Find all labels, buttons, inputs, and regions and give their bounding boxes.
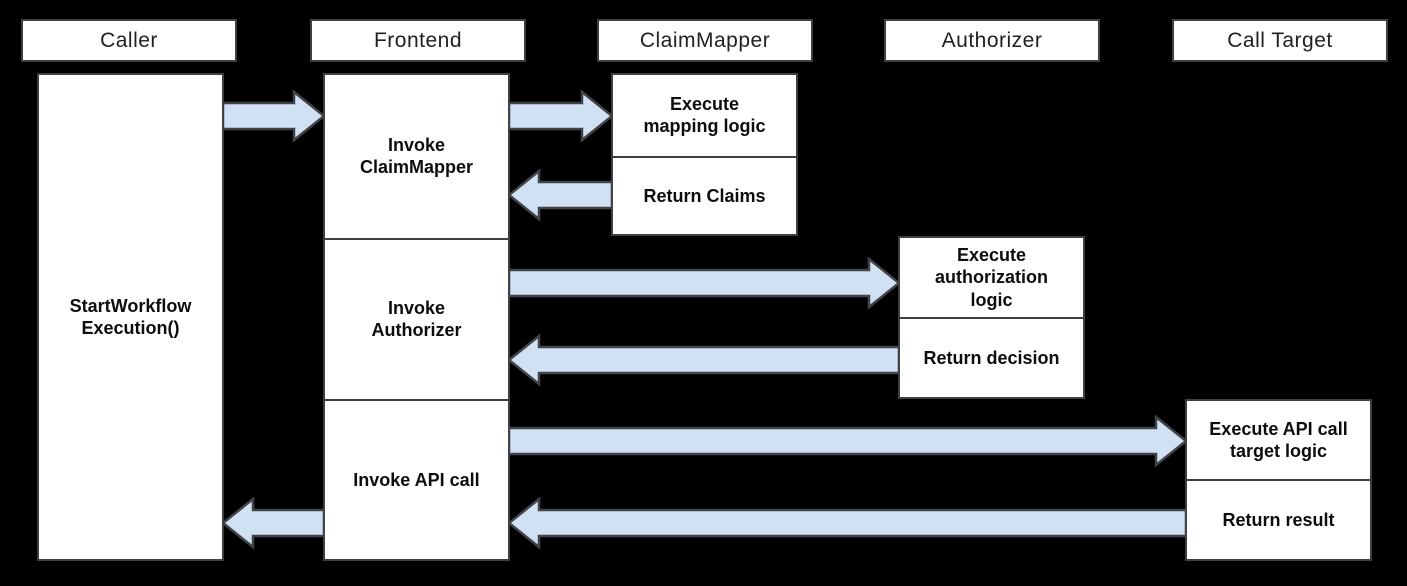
- step-invoke-api-call-label: Invoke API call: [353, 469, 480, 490]
- step-startworkflow-execution: StartWorkflow Execution(): [39, 75, 222, 559]
- lane-header-frontend-label: Frontend: [373, 28, 463, 52]
- lane-header-call-target: Call Target: [1172, 19, 1388, 62]
- arrow-frontend-to-caller: [222, 496, 325, 550]
- step-invoke-claimmapper: Invoke ClaimMapper: [325, 75, 508, 238]
- step-execute-api-call-target-logic: Execute API call target logic: [1187, 401, 1370, 479]
- step-invoke-authorizer-label: Invoke Authorizer: [371, 297, 462, 341]
- arrow-frontend-to-authorizer: [508, 256, 900, 310]
- step-execute-mapping-logic: Execute mapping logic: [613, 75, 796, 156]
- arrow-caller-to-frontend: [222, 89, 325, 143]
- lane-header-frontend: Frontend: [310, 19, 526, 62]
- activation-frontend: Invoke ClaimMapper Invoke Authorizer Inv…: [323, 73, 510, 561]
- step-return-claims: Return Claims: [613, 155, 796, 234]
- arrow-authorizer-to-frontend: [508, 333, 900, 387]
- step-return-result: Return result: [1187, 479, 1370, 559]
- arrow-call-target-to-frontend: [508, 496, 1187, 550]
- step-return-claims-label: Return Claims: [643, 185, 766, 206]
- arrow-claimmapper-to-frontend: [508, 168, 613, 222]
- lane-header-call-target-label: Call Target: [1227, 28, 1333, 52]
- step-return-decision-label: Return decision: [923, 347, 1060, 368]
- activation-claimmapper: Execute mapping logic Return Claims: [611, 73, 798, 236]
- lane-header-authorizer-label: Authorizer: [941, 28, 1043, 52]
- step-invoke-api-call: Invoke API call: [325, 399, 508, 559]
- step-execute-authorization-logic: Execute authorization logic: [900, 238, 1083, 317]
- lane-header-caller-label: Caller: [100, 28, 158, 52]
- step-invoke-claimmapper-label: Invoke ClaimMapper: [359, 134, 474, 178]
- step-execute-api-call-target-logic-label: Execute API call target logic: [1209, 418, 1348, 462]
- step-execute-mapping-logic-label: Execute mapping logic: [643, 93, 766, 137]
- step-invoke-authorizer: Invoke Authorizer: [325, 237, 508, 400]
- arrow-frontend-to-claimmapper: [508, 89, 613, 143]
- step-return-result-label: Return result: [1222, 509, 1335, 530]
- lane-header-caller: Caller: [21, 19, 237, 62]
- lane-header-claimmapper: ClaimMapper: [597, 19, 813, 62]
- step-execute-authorization-logic-label: Execute authorization logic: [935, 244, 1048, 310]
- activation-caller: StartWorkflow Execution(): [37, 73, 224, 561]
- lane-header-claimmapper-label: ClaimMapper: [639, 28, 771, 52]
- arrow-frontend-to-call-target: [508, 414, 1187, 468]
- step-return-decision: Return decision: [900, 316, 1083, 397]
- activation-authorizer: Execute authorization logic Return decis…: [898, 236, 1085, 399]
- step-startworkflow-execution-label: StartWorkflow Execution(): [69, 295, 192, 339]
- activation-call-target: Execute API call target logic Return res…: [1185, 399, 1372, 561]
- lane-header-authorizer: Authorizer: [884, 19, 1100, 62]
